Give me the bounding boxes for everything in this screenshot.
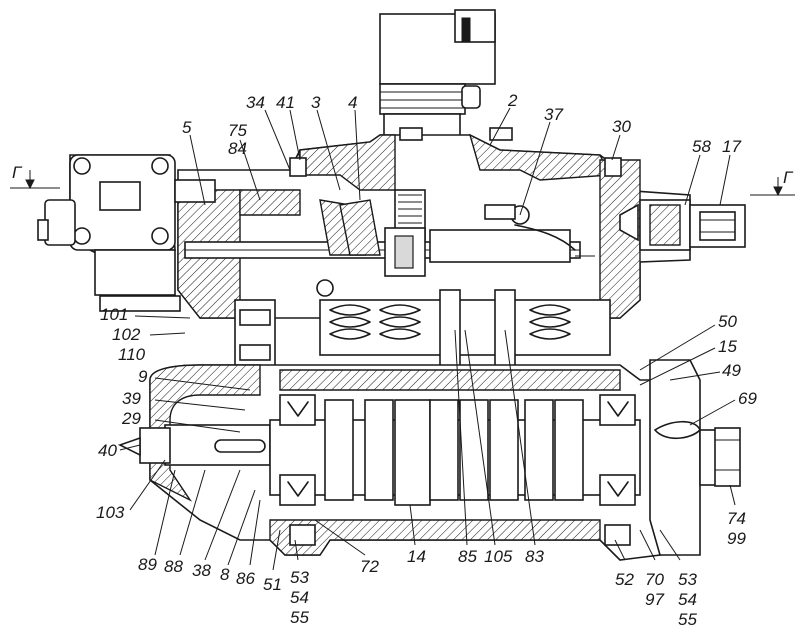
callout-72: 72 (360, 557, 379, 576)
callout-14: 14 (407, 547, 426, 566)
callout-40: 40 (98, 441, 117, 460)
callout-101: 101 (100, 305, 128, 324)
callout-51: 51 (263, 575, 282, 594)
top-solenoid (379, 9, 496, 141)
callout-15: 15 (718, 337, 737, 356)
callout-55-right: 55 (678, 610, 697, 629)
callout-102: 102 (112, 325, 141, 344)
callout-69: 69 (738, 389, 757, 408)
callout-70: 70 (645, 570, 664, 589)
callout-75: 75 (228, 121, 247, 140)
callout-105: 105 (484, 547, 513, 566)
lower-housing (117, 359, 741, 561)
callout-39: 39 (122, 389, 141, 408)
callout-34: 34 (246, 93, 265, 112)
leader-lines (119, 107, 736, 571)
callout-49: 49 (722, 361, 741, 380)
callout-110: 110 (118, 345, 146, 364)
callout-84: 84 (228, 139, 247, 158)
callout-5: 5 (182, 118, 192, 137)
callout-97: 97 (645, 590, 664, 609)
callout-2: 2 (507, 91, 518, 110)
section-mark-right: Г (750, 168, 795, 197)
callout-37: 37 (544, 105, 563, 124)
callout-41: 41 (276, 93, 295, 112)
callout-labels: 34 41 3 4 2 37 30 58 17 5 75 84 101 102 … (96, 91, 757, 629)
callout-85: 85 (458, 547, 477, 566)
callout-54-right: 54 (678, 590, 697, 609)
callout-58: 58 (692, 137, 711, 156)
callout-53-right: 53 (678, 570, 697, 589)
section-mark-left: Г (10, 163, 60, 190)
callout-89: 89 (138, 555, 157, 574)
section-letter-right: Г (783, 168, 794, 187)
callout-103: 103 (96, 503, 125, 522)
callout-86: 86 (236, 569, 255, 588)
left-cover (37, 154, 216, 312)
upper-housing (177, 127, 746, 319)
callout-74: 74 (727, 509, 746, 528)
callout-9: 9 (138, 367, 148, 386)
callout-52: 52 (615, 570, 634, 589)
callout-29: 29 (121, 409, 141, 428)
callout-30: 30 (612, 117, 631, 136)
callout-83: 83 (525, 547, 544, 566)
section-letter-left: Г (12, 163, 23, 182)
callout-88: 88 (164, 557, 183, 576)
callout-38: 38 (192, 561, 211, 580)
callout-55-left: 55 (290, 608, 309, 627)
callout-54-left: 54 (290, 588, 309, 607)
callout-50: 50 (718, 312, 737, 331)
callout-99: 99 (727, 529, 746, 548)
callout-53-left: 53 (290, 568, 309, 587)
callout-4: 4 (348, 93, 357, 112)
callout-3: 3 (311, 93, 321, 112)
callout-8: 8 (220, 565, 230, 584)
callout-17: 17 (722, 137, 741, 156)
